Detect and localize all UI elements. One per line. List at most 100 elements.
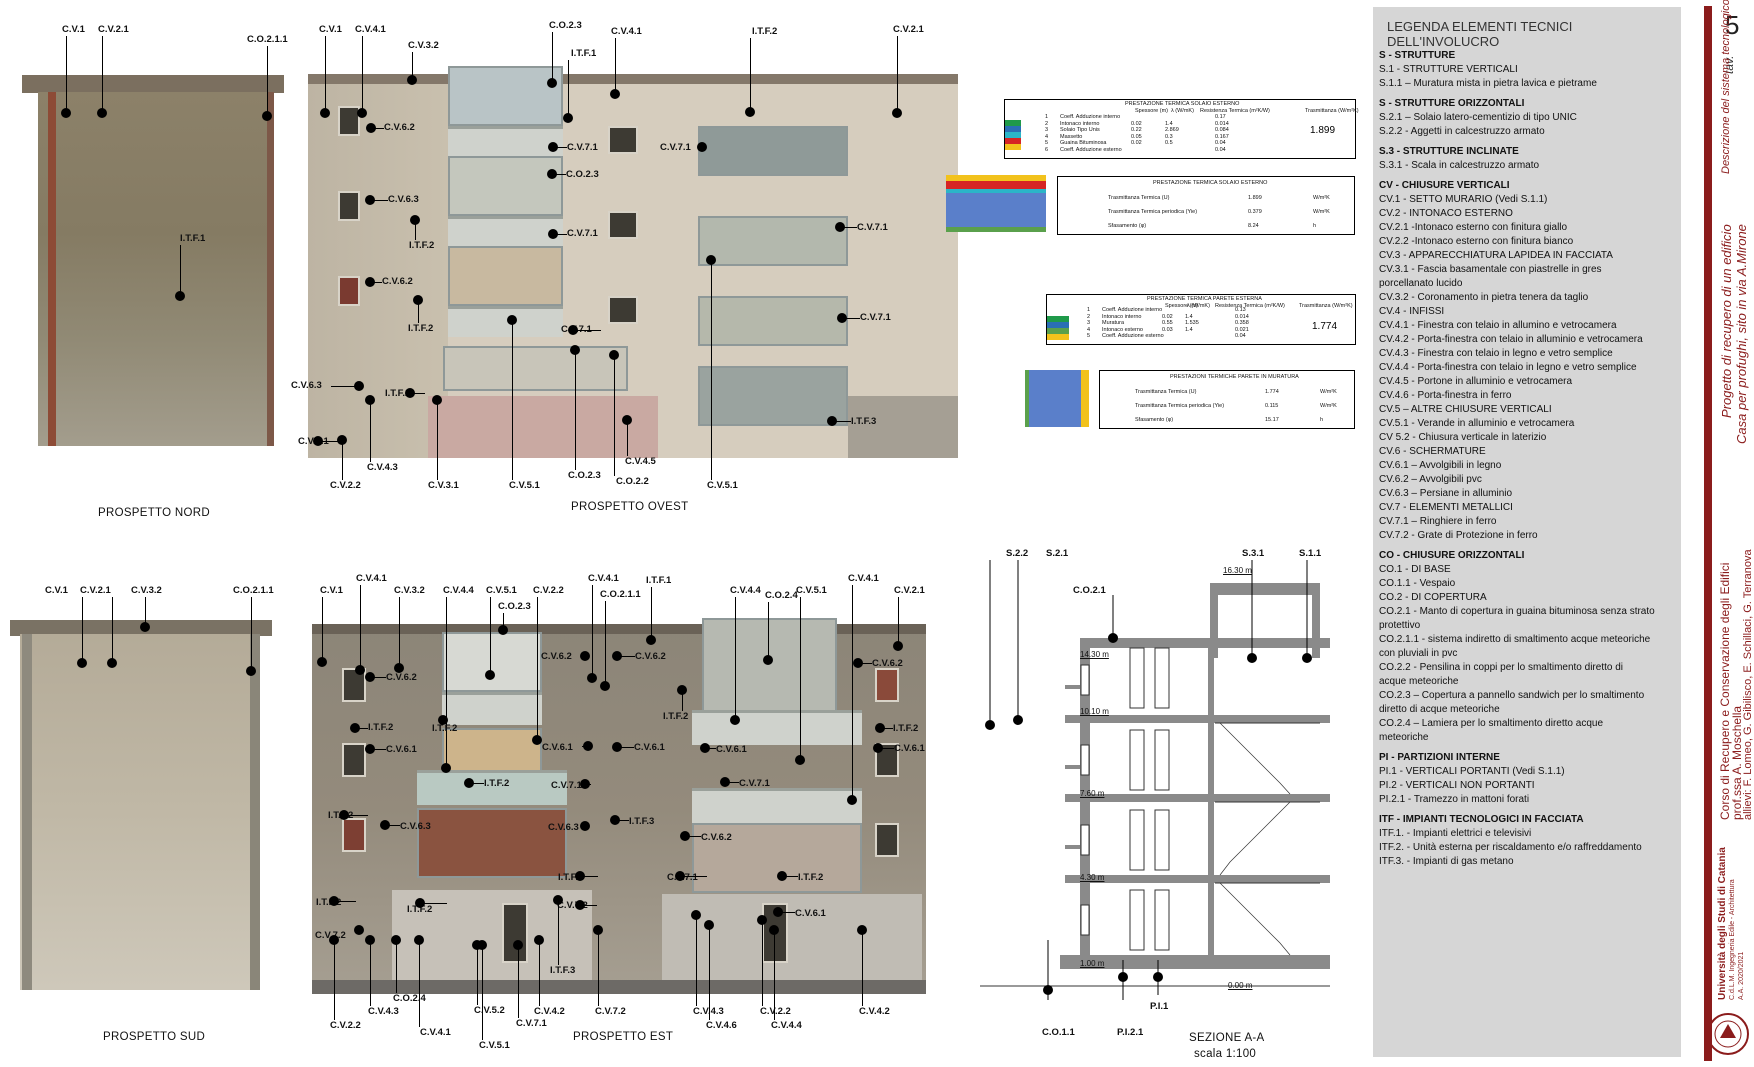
callout-dot — [730, 715, 740, 725]
callout-leader — [370, 400, 371, 462]
callout-label: I.T.F.1 — [571, 48, 597, 59]
section-label: 1.00 m — [1080, 959, 1105, 968]
callout-label: I.T.F.2 — [368, 722, 394, 733]
callout-dot — [407, 75, 417, 85]
callout-leader — [420, 903, 447, 904]
callout-label: C.V.7.2 — [557, 900, 588, 911]
callout-dot — [355, 665, 365, 675]
callout-leader — [592, 585, 593, 678]
table-header: Resistenza Termica (m²K/W) — [1200, 108, 1270, 114]
callout-leader — [832, 421, 851, 422]
callout-leader — [331, 386, 359, 387]
window — [608, 126, 638, 154]
callout-leader — [898, 597, 899, 646]
table-cell: 0.014 — [1235, 313, 1249, 320]
callout-leader — [858, 663, 872, 664]
legend-line: acque meteoriche — [1379, 676, 1459, 687]
legend-line: CO.2 - DI COPERTURA — [1379, 592, 1487, 603]
callout-leader — [852, 585, 853, 800]
callout-label: C.V.3.2 — [394, 585, 425, 596]
title-bar — [1704, 6, 1712, 1061]
callout-label: I.T.F.2 — [432, 723, 458, 734]
section-label: P.I.2.1 — [1117, 1027, 1144, 1038]
callout-dot — [610, 89, 620, 99]
table-cell: 0.05 — [1131, 133, 1142, 140]
veranda — [443, 346, 628, 391]
legend-line: CV.3 - APPARECCHIATURA LAPIDEA IN FACCIA… — [1379, 250, 1613, 261]
facade-ovest — [308, 66, 958, 458]
callout-dot — [317, 657, 327, 667]
table-cell: 1 — [1087, 307, 1091, 313]
table-total: 1.774 — [1312, 321, 1338, 332]
callout-leader — [735, 597, 736, 720]
callout-leader — [627, 420, 628, 456]
callout-dot — [61, 108, 71, 118]
legend-line: CV.3.2 - Coronamento in pietra tenera da… — [1379, 292, 1589, 303]
legend-line: CV.4.4 - Porta-finestra con telaio in le… — [1379, 362, 1637, 373]
section-label: 10.10 m — [1080, 707, 1109, 716]
callout-leader — [573, 330, 601, 331]
callout-label: C.V.7.1 — [739, 778, 770, 789]
table-header: λ (W/mK) — [1171, 108, 1194, 114]
table-cell: 3 — [1087, 320, 1091, 327]
legend-line: CO - CHIUSURE ORIZZONTALI — [1379, 550, 1525, 561]
pilaster-left — [22, 634, 32, 990]
callout-leader — [575, 350, 576, 470]
legend-line: CV.7.1 – Ringhiere in ferro — [1379, 516, 1497, 527]
callout-dot — [246, 666, 256, 676]
table-cell: Coeff. Adduzione interno — [1102, 307, 1163, 313]
callout-leader — [582, 746, 588, 747]
callout-leader — [552, 174, 566, 175]
table-header: Trasmittanza (W/m²K) — [1299, 303, 1353, 309]
callout-label: C.V.2.1 — [80, 585, 111, 596]
callout-label: C.V.7.1 — [860, 312, 891, 323]
table-title: PRESTAZIONE TERMICA PARETE ESTERNA — [1147, 296, 1262, 302]
callout-leader — [396, 940, 397, 993]
table-cell: Massetto — [1060, 133, 1083, 140]
callout-label: C.V.2.1 — [894, 585, 925, 596]
table-cell: h — [1313, 223, 1317, 229]
callout-label: C.O.2.3 — [549, 20, 582, 31]
layer-swatches — [1005, 120, 1021, 152]
legend-line: CV.4 - INFISSI — [1379, 306, 1445, 317]
callout-label: C.V.4.3 — [368, 1006, 399, 1017]
table-cell: W/m²K — [1320, 403, 1337, 409]
callout-label: C.V.6.3 — [400, 821, 431, 832]
section-caption: SEZIONE A-A — [1189, 1032, 1265, 1044]
title-block: 5 tav. Descrizione del sistema tecnologi… — [1700, 0, 1754, 1067]
section-label: S.3.1 — [1242, 548, 1265, 559]
section-label: P.I.1 — [1150, 1001, 1169, 1012]
table-cell: Trasmittanza Termica periodica (Yie) — [1135, 403, 1225, 409]
table-title: PRESTAZIONE TERMICA SOLAIO ESTERNO — [1125, 101, 1240, 107]
callout-label: C.V.4.1 — [848, 573, 879, 584]
pilaster-right — [250, 634, 260, 990]
callout-leader — [267, 46, 268, 116]
section-label: 16.30 m — [1223, 566, 1252, 575]
veranda — [698, 366, 848, 426]
facade-est — [312, 618, 926, 994]
callout-label: C.V.4.2 — [859, 1006, 890, 1017]
callout-leader — [651, 587, 652, 640]
callout-leader — [66, 36, 67, 113]
callout-label: I.T.F.2 — [484, 778, 510, 789]
table-parete-perf: PRESTAZIONI TERMICHE PARETE IN MURATURA … — [1099, 370, 1355, 429]
callout-label: C.V.6.2 — [872, 658, 903, 669]
legend-line: CO.1 - DI BASE — [1379, 564, 1451, 575]
callout-leader — [705, 748, 716, 749]
callout-leader — [842, 318, 860, 319]
callout-label: C.V.1 — [45, 585, 68, 596]
window — [342, 668, 366, 702]
callout-leader — [553, 147, 567, 148]
legend-line: CV 5.2 - Chiusura verticale in laterizio — [1379, 432, 1547, 443]
legend-line: CO.2.4 – Lamiera per lo smaltimento dire… — [1379, 718, 1603, 729]
caption-sud: PROSPETTO SUD — [103, 1031, 206, 1043]
callout-leader — [419, 940, 420, 1027]
callout-dot — [563, 113, 573, 123]
veranda — [702, 618, 837, 713]
callout-label: C.V.6.2 — [701, 832, 732, 843]
legend-title: LEGENDA ELEMENTI TECNICI DELL'INVOLUCRO — [1387, 19, 1573, 49]
section-label: S.2.1 — [1046, 548, 1069, 559]
callout-leader — [880, 728, 893, 729]
section-label: 14.30 m — [1080, 650, 1109, 659]
